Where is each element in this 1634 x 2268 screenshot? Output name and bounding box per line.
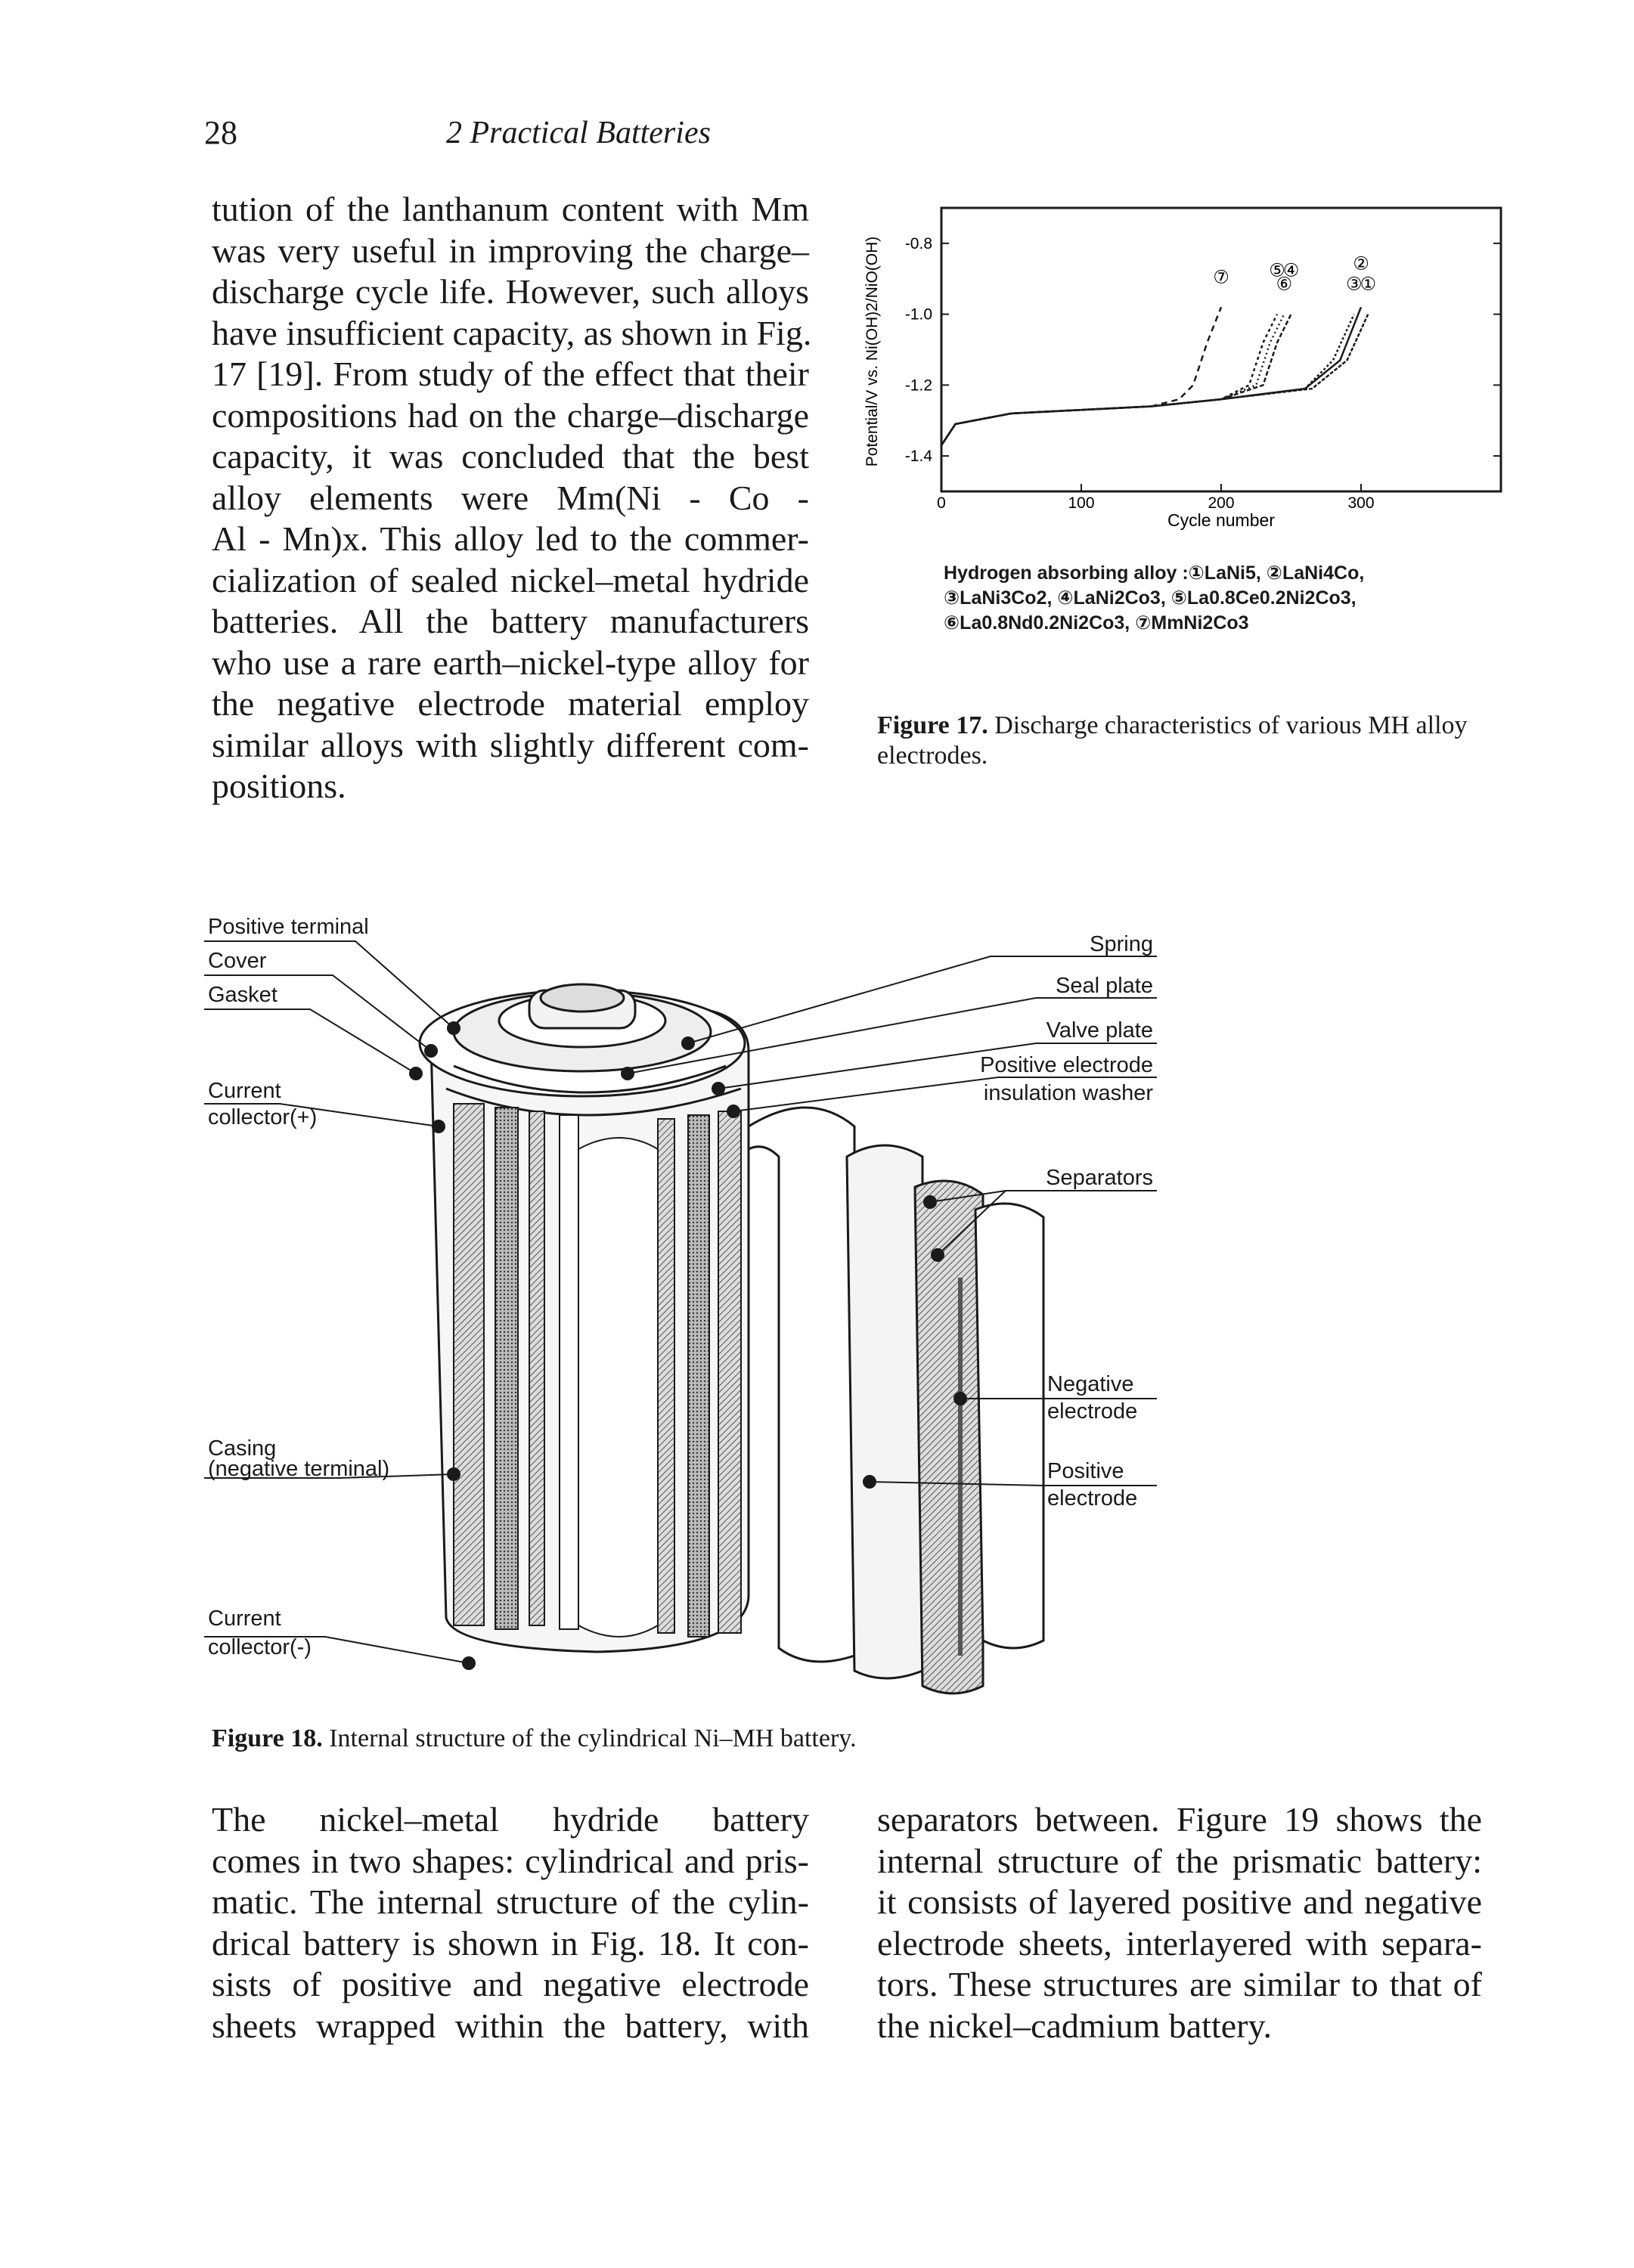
y-tick-label: -0.8 [905, 235, 932, 253]
text-line: discharge cycle life. However, such allo… [212, 272, 809, 311]
electrode-roll [453, 1103, 742, 1637]
text-line: it consists of layered positive and nega… [877, 1882, 1482, 1921]
label-valve-plate: Valve plate [1046, 1018, 1153, 1043]
text-line: comes in two shapes: cylindrical and pri… [212, 1841, 809, 1880]
series-label: ⑤ [1269, 261, 1285, 281]
figure18-caption: Figure 18. Internal structure of the cyl… [212, 1724, 1270, 1754]
label-spring: Spring [1090, 932, 1153, 956]
left-column-text: tution of the lanthanum content with Mm … [212, 189, 812, 807]
label-positive-electrode-insulation: Positive electrode [980, 1053, 1153, 1077]
series-line [940, 314, 1279, 446]
top-cap-assembly [418, 983, 746, 1117]
legend-line: ⑥La0.8Nd0.2Ni2Co3, ⑦MmNi2Co3 [944, 612, 1249, 634]
text-line: cialization of sealed nickel–metal hydri… [212, 560, 809, 600]
series-label: ⑥ [1276, 274, 1292, 295]
legend-line: ③LaNi3Co2, ④LaNi2Co3, ⑤La0.8Ce0.2Ni2Co3, [944, 587, 1356, 609]
leader-lines [204, 940, 1157, 1670]
label-cover: Cover [208, 949, 267, 973]
text-line: was very useful in improving the charge– [212, 231, 809, 270]
text-line: tution of the lanthanum content with Mm [212, 190, 809, 228]
figure17-caption-label: Figure 17. [877, 711, 988, 739]
text-line: compositions had on the charge–discharge [212, 395, 809, 435]
y-tick-label: -1.2 [905, 376, 932, 394]
x-tick-label: 100 [1068, 494, 1094, 512]
bottom-right-text: separators between. Figure 19 shows the … [877, 1799, 1482, 2046]
text-line: the negative electrode material employ [212, 684, 809, 723]
series-line [940, 314, 1285, 446]
text-line: sists of positive and negative electrode [212, 1965, 809, 2003]
label-positive-electrode: Positive [1047, 1459, 1124, 1483]
series-line [940, 306, 1363, 446]
label-casing: Casing [208, 1436, 276, 1461]
text-line: batteries. All the battery manufacturers [212, 602, 809, 640]
text-line: electrode sheets, interlayered with sepa… [877, 1923, 1482, 1963]
text-line: capacity, it was concluded that the best [212, 437, 809, 476]
series-label: ⑦ [1213, 267, 1229, 287]
y-axis-label: Potential/V vs. Ni(OH)2/NiO(OH) [864, 237, 881, 467]
x-tick-label: 0 [937, 494, 946, 512]
label-gasket: Gasket [208, 983, 278, 1007]
figure17-chart: Potential/V vs. Ni(OH)2/NiO(OH) Cycle nu… [864, 206, 1502, 530]
figure17-caption: Figure 17. Discharge characteristics of … [877, 711, 1482, 771]
series-label: ① [1360, 274, 1376, 295]
y-tick-label: -1.4 [905, 448, 933, 465]
text-line: positions. [212, 767, 346, 805]
text-line: who use a rare earth–nickel-type alloy f… [212, 643, 809, 682]
figure17-alloy-legend: Hydrogen absorbing alloy :①LaNi5, ②LaNi4… [944, 561, 1518, 636]
series-line [940, 306, 1223, 446]
text-line: sheets wrapped within the battery, with [212, 2006, 809, 2045]
text-line: drical battery is shown in Fig. 18. It c… [212, 1923, 809, 1963]
label-positive-electrode: electrode [1047, 1486, 1137, 1510]
text-line: internal structure of the prismatic batt… [877, 1841, 1482, 1880]
text-line: the nickel–cadmium battery. [877, 2006, 1272, 2045]
text-line: similar alloys with slightly different c… [212, 725, 809, 764]
label-negative-electrode: electrode [1047, 1399, 1137, 1424]
text-line: alloy elements were Mm(Ni - Co - [212, 478, 809, 517]
series-line [940, 314, 1292, 446]
legend-line: Hydrogen absorbing alloy :①LaNi5, ②LaNi4… [944, 562, 1365, 584]
figure18-battery-diagram: Positive terminal Cover Gasket Current c… [204, 915, 1157, 1695]
label-separators: Separators [1046, 1166, 1153, 1190]
bottom-left-text: The nickel–metal hydride battery comes i… [212, 1799, 809, 2046]
figure17-caption-text: Discharge characteristics of various MH … [877, 711, 1468, 770]
label-positive-electrode-insulation: insulation washer [984, 1081, 1153, 1105]
text-line: Al - Mn)x. This alloy led to the commer- [212, 519, 809, 558]
y-tick-label: -1.0 [905, 306, 932, 324]
series-line [940, 314, 1369, 446]
label-positive-terminal: Positive terminal [208, 915, 369, 939]
text-line: matic. The internal structure of the cyl… [212, 1882, 809, 1921]
series-line [940, 314, 1355, 446]
unrolled-sheets [747, 1106, 1045, 1695]
label-current-collector-neg: Current [208, 1606, 281, 1631]
x-tick-label: 200 [1208, 494, 1234, 512]
label-current-collector-pos: collector(+) [208, 1105, 317, 1129]
text-line: have insufficient capacity, as shown in … [212, 313, 812, 352]
label-seal-plate: Seal plate [1056, 974, 1153, 998]
series-label: ③ [1346, 274, 1363, 295]
x-axis-label: Cycle number [1167, 510, 1275, 530]
label-current-collector-pos: Current [208, 1079, 281, 1103]
plot-frame [940, 206, 1502, 493]
running-header: 2 Practical Batteries [446, 116, 711, 150]
x-tick-label: 300 [1347, 494, 1374, 512]
figure18-caption-text: Internal structure of the cylindrical Ni… [329, 1724, 857, 1752]
figure18-caption-label: Figure 18. [212, 1724, 323, 1752]
series-label: ④ [1283, 261, 1300, 281]
text-line: 17 [19]. From study of the effect that t… [212, 355, 809, 393]
page-number: 28 [204, 114, 237, 151]
text-line: separators between. Figure 19 shows the [877, 1800, 1482, 1839]
label-negative-electrode: Negative [1047, 1372, 1133, 1396]
text-line: The nickel–metal hydride battery [212, 1800, 809, 1839]
text-line: tors. These structures are similar to th… [877, 1965, 1482, 2003]
label-current-collector-neg: collector(-) [208, 1635, 312, 1659]
series-label: ② [1353, 253, 1369, 274]
label-casing: (negative terminal) [208, 1457, 389, 1481]
